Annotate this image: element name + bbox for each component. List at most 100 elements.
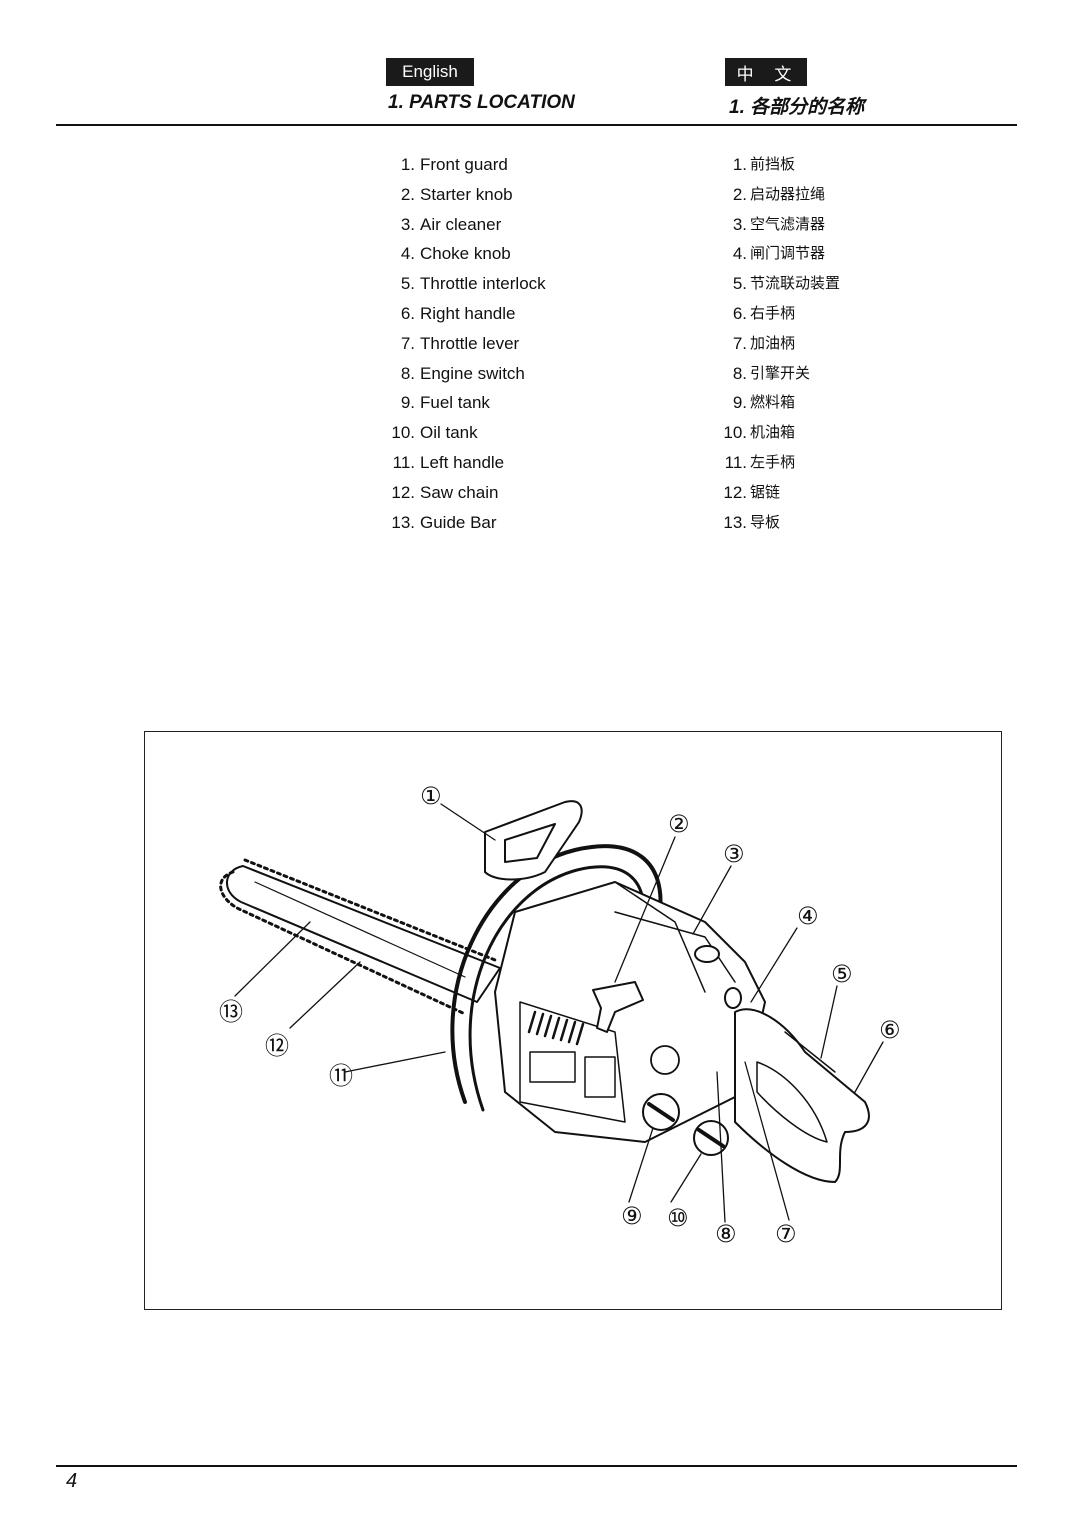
- starter-knob-drawing: [592, 981, 644, 1033]
- chainsaw-parts-diagram: ① ② ③ ④ ⑤ ⑥ ⑦ ⑧ ⑨ ⑩ ⑪ ⑫ ⑬: [144, 731, 1002, 1310]
- callout-13: ⑬: [219, 998, 243, 1026]
- item-number: 13.: [391, 512, 415, 532]
- item-number: 10.: [391, 423, 415, 443]
- item-number: 13.: [723, 512, 747, 532]
- item-number: 4.: [732, 244, 747, 264]
- list-item: 9.Fuel tank: [380, 388, 640, 418]
- callout-10: ⑩: [667, 1204, 689, 1232]
- part-name: Guide Bar: [420, 512, 497, 532]
- list-item: 1. Front guard: [380, 150, 640, 180]
- callout-8: ⑧: [715, 1220, 737, 1248]
- item-number: 11.: [724, 452, 747, 472]
- callout-2: ②: [668, 810, 690, 838]
- item-number: 2.: [732, 184, 747, 204]
- right-handle-drawing: [734, 1008, 870, 1183]
- item-number: 1.: [400, 155, 415, 174]
- list-item: 8.引擎开关: [712, 359, 912, 389]
- list-item: 4.闸门调节器: [712, 239, 912, 269]
- front-guard-drawing: [484, 800, 583, 881]
- list-item: 10.Oil tank: [380, 418, 640, 448]
- callout-5: ⑤: [831, 960, 853, 988]
- callout-6: ⑥: [879, 1016, 901, 1044]
- item-number: 6.: [400, 303, 415, 323]
- callout-9: ⑨: [621, 1202, 643, 1230]
- list-item: 6.Right handle: [380, 299, 640, 329]
- header-divider: [56, 124, 1017, 126]
- oil-cap-drawing: [693, 1120, 729, 1156]
- list-item: 7.Throttle lever: [380, 329, 640, 359]
- list-item: 2.Starter knob: [380, 180, 640, 210]
- part-name: 前挡板: [750, 155, 796, 173]
- footer-divider: [56, 1465, 1017, 1467]
- item-number: 6.: [732, 303, 747, 323]
- item-number: 1.: [732, 155, 747, 174]
- part-name: 右手柄: [750, 303, 796, 322]
- chainsaw-illustration: ① ② ③ ④ ⑤ ⑥ ⑦ ⑧ ⑨ ⑩ ⑪ ⑫ ⑬: [219, 782, 901, 1248]
- list-item: 11.Left handle: [380, 448, 640, 478]
- part-name: Left handle: [420, 452, 505, 472]
- leader-lines: [234, 803, 884, 1223]
- part-name: Starter knob: [420, 184, 513, 204]
- section-title-chinese: 1. 各部分的名称: [729, 97, 865, 118]
- part-name: Engine switch: [420, 363, 525, 383]
- part-name: 引擎开关: [750, 363, 811, 382]
- list-item: 4.Choke knob: [380, 239, 640, 269]
- item-number: 2.: [400, 184, 415, 204]
- callout-1: ①: [420, 782, 442, 810]
- callout-3: ③: [723, 840, 745, 868]
- part-name: Oil tank: [420, 423, 478, 443]
- item-number: 4.: [400, 244, 415, 264]
- list-item: 13.导板: [712, 508, 912, 538]
- item-number: 9.: [400, 393, 415, 413]
- part-name: Front guard: [420, 155, 508, 174]
- parts-list-chinese: 1.前挡板 2.启动器拉绳 3.空气滤清器 4.闸门调节器 5.节流联动装置 6…: [712, 150, 912, 537]
- part-name: Choke knob: [420, 244, 511, 264]
- item-number: 9.: [732, 393, 747, 413]
- item-number: 5.: [732, 274, 747, 294]
- part-name: 燃料箱: [750, 393, 796, 412]
- list-item: 7.加油柄: [712, 329, 912, 359]
- list-item: 13.Guide Bar: [380, 508, 640, 538]
- item-number: 8.: [400, 363, 415, 383]
- list-item: 3.空气滤清器: [712, 210, 912, 240]
- parts-list-english: 1. Front guard 2.Starter knob 3.Air clean…: [380, 150, 640, 537]
- chinese-language-badge: 中 文: [725, 58, 807, 86]
- item-number: 8.: [732, 363, 747, 383]
- item-number: 10.: [723, 423, 747, 443]
- guide-bar-drawing: [219, 858, 501, 1016]
- item-number: 7.: [732, 333, 747, 353]
- item-number: 12.: [723, 482, 747, 502]
- callout-7: ⑦: [775, 1220, 797, 1248]
- item-number: 3.: [732, 214, 747, 234]
- fuel-cap-drawing: [642, 1093, 680, 1131]
- list-item: 2.启动器拉绳: [712, 180, 912, 210]
- part-name: Air cleaner: [420, 214, 502, 234]
- part-name: Right handle: [420, 303, 516, 323]
- part-name: 启动器拉绳: [750, 184, 826, 203]
- part-name: 锯链: [750, 482, 781, 501]
- part-name: 节流联动装置: [750, 274, 841, 293]
- item-number: 11.: [392, 452, 415, 472]
- list-item: 5.Throttle interlock: [380, 269, 640, 299]
- list-item: 12.Saw chain: [380, 478, 640, 508]
- engine-body-drawing: [494, 881, 766, 1143]
- list-item: 6.右手柄: [712, 299, 912, 329]
- part-name: Throttle lever: [420, 333, 520, 353]
- callout-11: ⑪: [329, 1062, 353, 1090]
- part-name: Fuel tank: [420, 393, 490, 413]
- english-language-badge: English: [386, 58, 474, 86]
- item-number: 3.: [400, 214, 415, 234]
- part-name: 加油柄: [750, 333, 796, 352]
- section-title-english: 1. PARTS LOCATION: [388, 92, 575, 113]
- list-item: 3.Air cleaner: [380, 210, 640, 240]
- list-item: 5.节流联动装置: [712, 269, 912, 299]
- item-number: 7.: [400, 333, 415, 353]
- part-name: Throttle interlock: [420, 274, 546, 294]
- list-item: 1.前挡板: [712, 150, 912, 180]
- part-name: 空气滤清器: [750, 214, 826, 233]
- item-number: 12.: [391, 482, 415, 502]
- callout-4: ④: [797, 902, 819, 930]
- part-name: 左手柄: [750, 452, 796, 471]
- part-name: 机油箱: [750, 423, 796, 442]
- list-item: 9.燃料箱: [712, 388, 912, 418]
